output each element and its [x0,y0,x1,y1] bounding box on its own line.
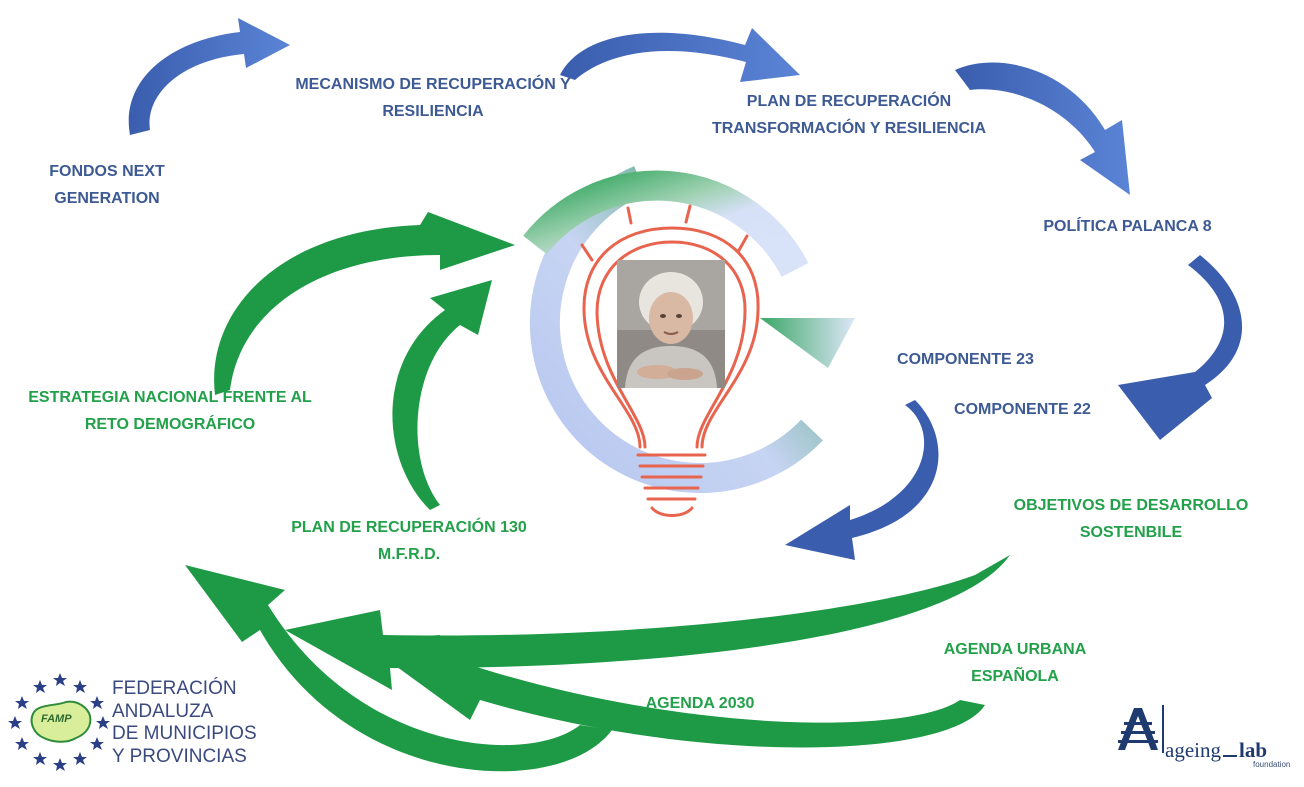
label-line: MECANISMO DE RECUPERACIÓN Y [295,76,571,93]
ageing-lab-name: ageing lab [1165,738,1267,763]
label-line: RETO DEMOGRÁFICO [84,416,256,433]
famp-line: Y PROVINCIAS [112,745,247,767]
label-politica-palanca-8: POLÍTICA PALANCA 8 [1025,213,1230,240]
famp-badge: FAMP [41,713,72,725]
label-estrategia-nacional: ESTRATEGIA NACIONAL FRENTE AL RETO DEMOG… [4,384,336,438]
label-line: TRANSFORMACIÓN Y RESILIENCIA [711,120,987,137]
eu-stars-icon [8,673,110,771]
label-componente-23: COMPONENTE 23 [878,346,1053,373]
label-line: AGENDA 2030 [645,695,755,712]
label-componente-22: COMPONENTE 22 [935,396,1110,423]
label-line: SOSTENBILE [1079,524,1183,541]
label-line: PLAN DE RECUPERACIÓN 130 [291,519,527,536]
label-plan-recuperacion-130: PLAN DE RECUPERACIÓN 130 M.F.R.D. [278,514,540,568]
ageing-name-suffix: lab [1238,738,1267,762]
label-plan-recuperacion: PLAN DE RECUPERACIÓN TRANSFORMACIÓN Y RE… [688,88,1010,142]
arrow-agenda-urbana-to-left [360,635,985,748]
famp-name: FEDERACIÓN ANDALUZA DE MUNICIPIOS Y PROV… [112,678,257,768]
label-line: AGENDA URBANA [943,641,1087,658]
andalucia-map-icon [30,700,92,743]
arrow-plan-to-politica [955,62,1130,195]
arrow-estrategia-to-ring [214,212,516,395]
arrow-mecanismo-to-plan [560,28,800,82]
famp-logo [8,673,110,771]
label-line: M.F.R.D. [377,546,441,563]
arrow-ods-to-agenda2030 [285,555,1010,690]
ageing-lab-logo-mark [1118,705,1164,753]
arrow-plan130-to-ring [392,280,492,510]
ageing-name-prefix: ageing [1165,738,1221,762]
label-line: COMPONENTE 22 [954,401,1091,418]
arrow-agenda2030-to-estrategia [185,565,612,772]
arrow-politica-to-componentes [1118,255,1243,440]
label-agenda-urbana-espanola: AGENDA URBANA ESPAÑOLA [920,636,1110,690]
label-line: OBJETIVOS DE DESARROLLO [1013,497,1249,514]
label-agenda-2030: AGENDA 2030 [615,690,785,717]
arrow-componente22-to-ring [785,400,939,560]
label-line: POLÍTICA PALANCA 8 [1043,218,1212,235]
famp-line: ANDALUZA [112,700,214,722]
label-line: ESTRATEGIA NACIONAL FRENTE AL [28,389,312,406]
elderly-woman-photo [617,260,725,388]
label-line: GENERATION [54,190,160,207]
label-mecanismo: MECANISMO DE RECUPERACIÓN Y RESILIENCIA [270,71,596,125]
label-objetivos-desarrollo-sostenible: OBJETIVOS DE DESARROLLO SOSTENBILE [992,492,1270,546]
arrow-fondos-to-mecanismo [128,18,290,135]
famp-line: FEDERACIÓN [112,678,237,699]
label-line: PLAN DE RECUPERACIÓN [746,93,952,110]
label-fondos-next-generation: FONDOS NEXT GENERATION [22,158,192,212]
label-line: RESILIENCIA [382,103,484,120]
ageing-lab-tagline: foundation [1253,760,1291,769]
label-line: FONDOS NEXT [49,163,165,180]
famp-line: DE MUNICIPIOS [112,723,257,744]
label-line: ESPAÑOLA [971,668,1059,685]
label-line: COMPONENTE 23 [897,351,1034,368]
lightbulb-icon [580,204,760,517]
central-cycle-ring [523,166,855,493]
